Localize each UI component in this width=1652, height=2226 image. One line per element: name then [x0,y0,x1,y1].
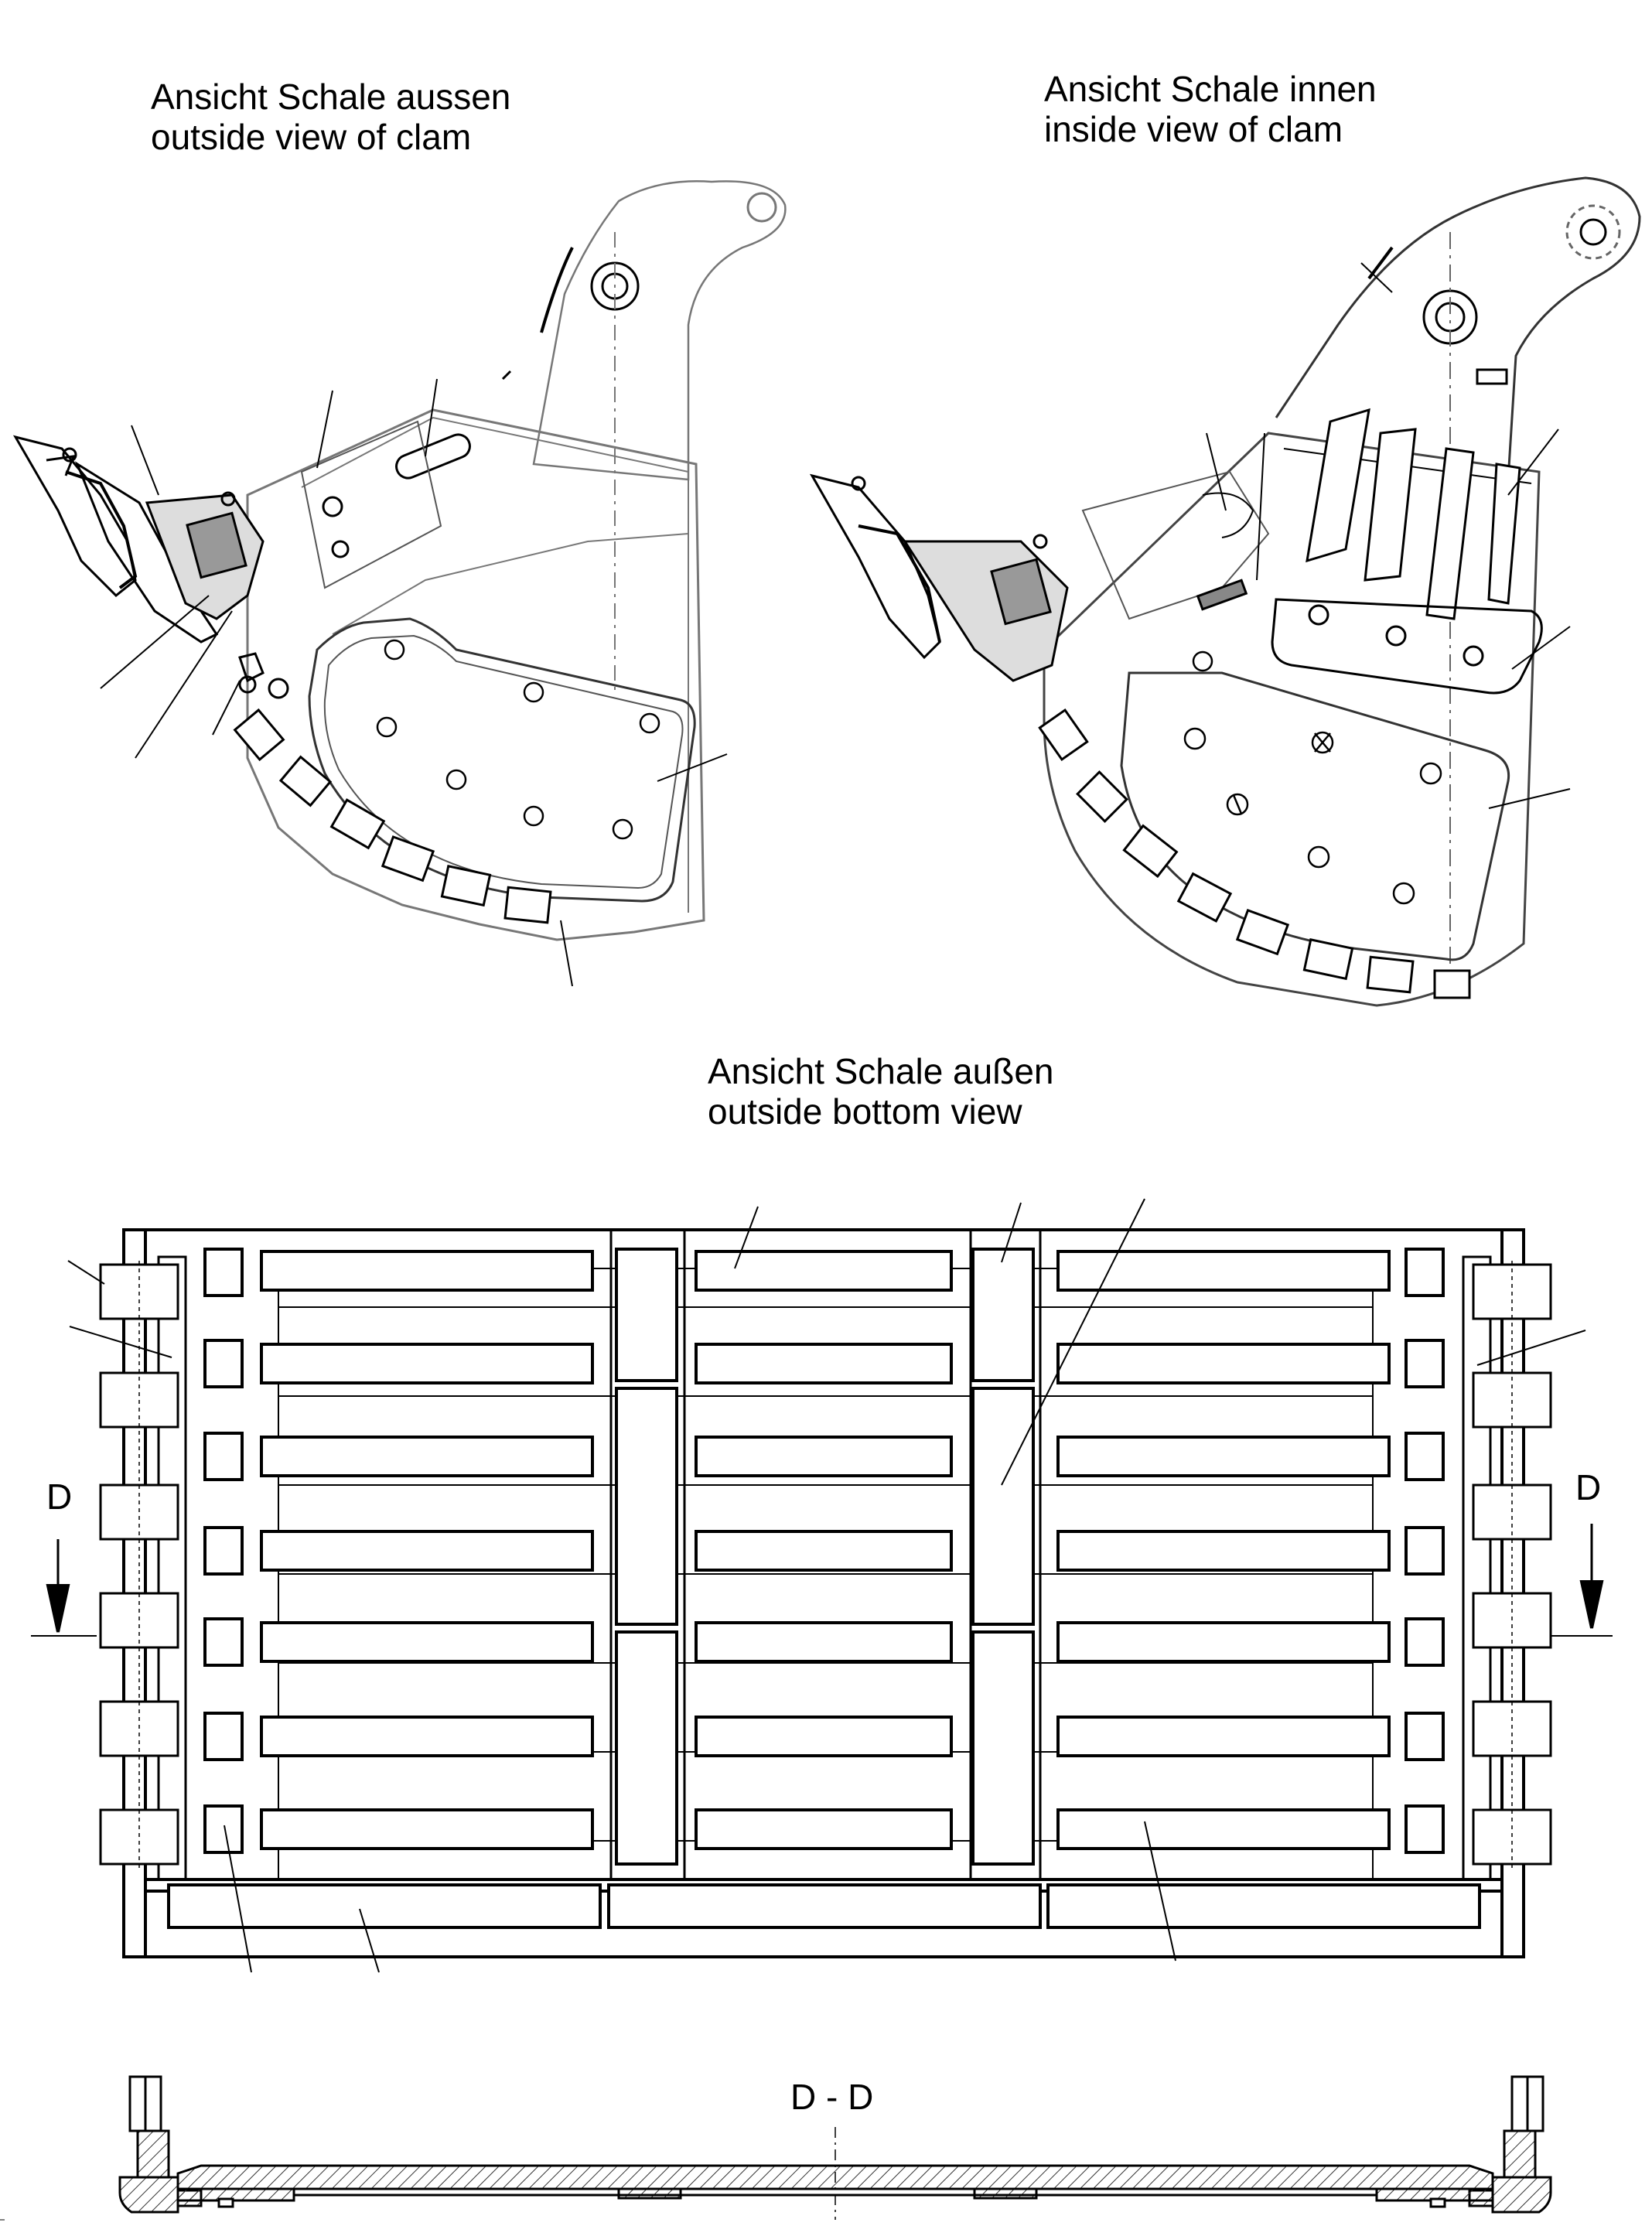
outside-view-title: Ansicht Schale aussen outside view of cl… [151,77,510,157]
inside-view-title-de: Ansicht Schale innen [1044,69,1377,109]
inside-view-title: Ansicht Schale innen inside view of clam [1044,69,1377,149]
bottom-view-title-en: outside bottom view [708,1091,1022,1132]
inside-view-title-en: inside view of clam [1044,108,1343,149]
section-label: D - D [790,2077,874,2117]
section-marker-left: D [46,1477,73,1517]
outside-view-title-en: outside view of clam [151,116,472,157]
bottom-view-title-de: Ansicht Schale außen [708,1051,1054,1091]
bottom-view-title: Ansicht Schale außen outside bottom view [708,1051,1054,1132]
section-marker-right: D [1575,1467,1602,1507]
outside-view-title-de: Ansicht Schale aussen [151,77,511,117]
